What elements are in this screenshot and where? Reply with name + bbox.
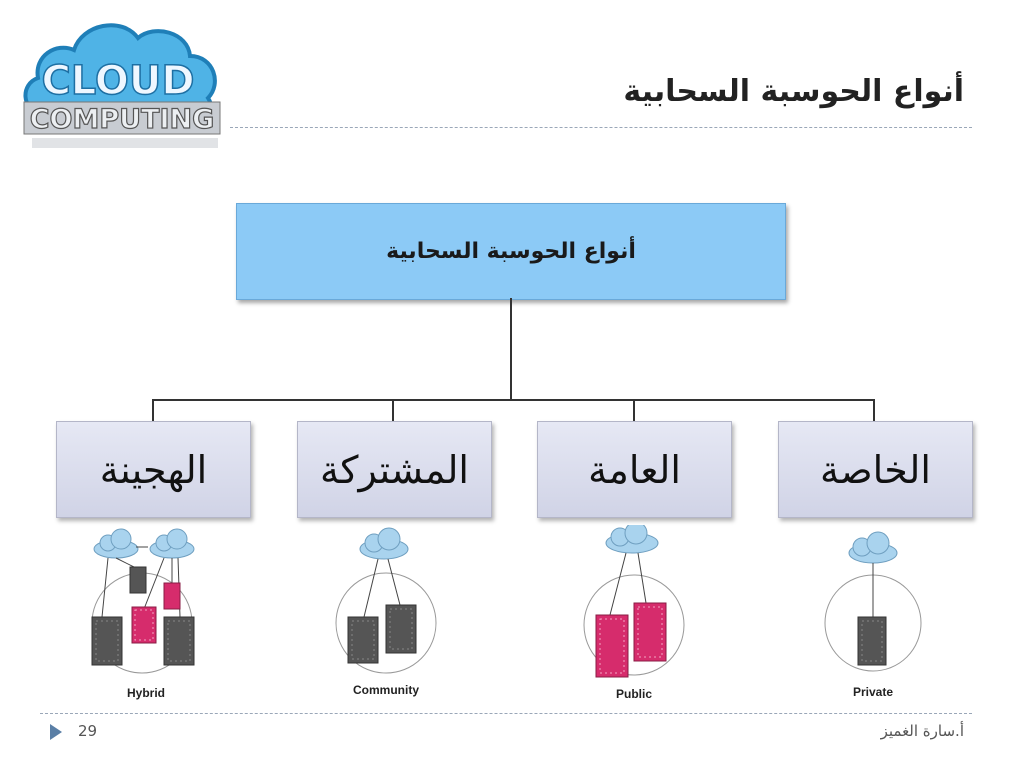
cloud-icon-left [93, 528, 139, 559]
connector-drop-community [392, 399, 394, 421]
community-cloud-graphic [335, 527, 437, 674]
diagram-node-community: المشتركة [297, 421, 492, 518]
logo-text-computing: COMPUTING [30, 104, 215, 135]
hybrid-cloud-graphic [91, 528, 195, 674]
public-cloud-graphic [583, 521, 685, 678]
caption-public: Public [615, 687, 652, 701]
building-icon [857, 616, 887, 666]
building-icon-right [385, 604, 417, 654]
title-divider [230, 127, 972, 128]
diagram-node-hybrid: الهجينة [56, 421, 251, 518]
caption-private: Private [852, 685, 894, 699]
private-cloud-graphic [824, 531, 922, 672]
illustration-public: Public [572, 521, 696, 705]
building-icon-pink-left [595, 614, 629, 678]
logo-text-cloud: CLOUD [41, 58, 194, 104]
connector-drop-hybrid [152, 399, 154, 421]
slide-title: أنواع الحوسبة السحابية [623, 74, 964, 109]
cloud-icon-right [149, 528, 195, 559]
logo-cloud-shape [23, 23, 217, 119]
building-icon-pink-right [633, 602, 667, 662]
diagram-node-public: العامة [537, 421, 732, 518]
building-icon-pink-center [131, 606, 157, 644]
building-icon-left [347, 616, 379, 664]
diagram-node-private: الخاصة [778, 421, 973, 518]
illustration-private: Private [812, 525, 934, 705]
connector-drop-private [873, 399, 875, 421]
building-icon-gray-left [91, 616, 123, 666]
node-label-private: الخاصة [820, 447, 931, 492]
connector-root-trunk [510, 298, 512, 400]
cloud-icon [359, 527, 409, 560]
cloud-icon [605, 521, 659, 554]
illustration-hybrid: Hybrid [86, 525, 206, 705]
author-name: أ.سارة الغميز [880, 722, 964, 740]
caption-hybrid: Hybrid [126, 686, 165, 700]
building-icon-pink-small [163, 582, 181, 610]
cloud-computing-logo: CLOUD COMPUTING [23, 23, 221, 148]
triangle-bullet-icon [50, 724, 62, 740]
cloud-icon [848, 531, 898, 564]
page-number: 29 [78, 722, 98, 740]
building-icon-gray-right [163, 616, 195, 666]
node-label-community: المشتركة [320, 447, 469, 492]
node-label-hybrid: الهجينة [99, 447, 208, 492]
connector-drop-public [633, 399, 635, 421]
node-label-public: العامة [588, 447, 681, 492]
logo-reflection [32, 138, 218, 148]
connector-horizontal-bar [152, 399, 874, 401]
footer-divider [40, 713, 972, 714]
diagram-root-node: أنواع الحوسبة السحابية [236, 203, 786, 300]
caption-community: Community [353, 683, 419, 697]
diagram-root-label: أنواع الحوسبة السحابية [386, 239, 636, 264]
illustration-community: Community [328, 525, 444, 705]
building-icon-gray-small [129, 566, 147, 594]
